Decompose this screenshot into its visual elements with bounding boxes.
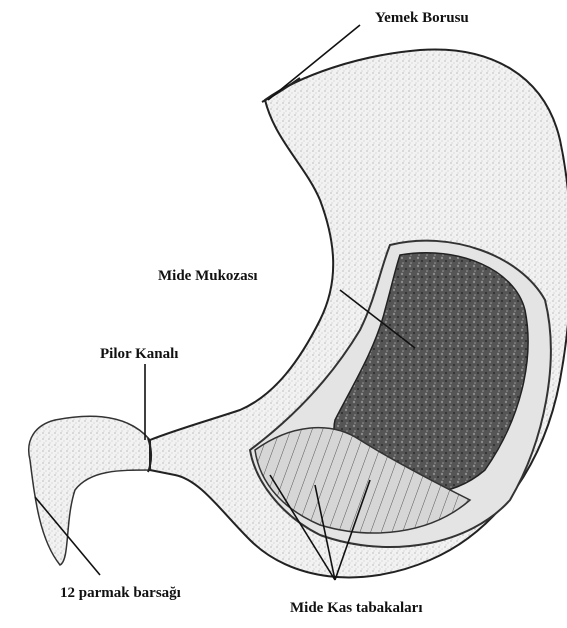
muscle-layers-label: Mide Kas tabakaları bbox=[290, 600, 423, 616]
esophagus-label: Yemek Borusu bbox=[375, 10, 469, 26]
mucosa-label: Mide Mukozası bbox=[158, 268, 258, 284]
pyloric-canal-label: Pilor Kanalı bbox=[100, 346, 178, 362]
duodenum-label: 12 parmak barsağı bbox=[60, 585, 181, 601]
duodenum-shape bbox=[29, 416, 150, 565]
